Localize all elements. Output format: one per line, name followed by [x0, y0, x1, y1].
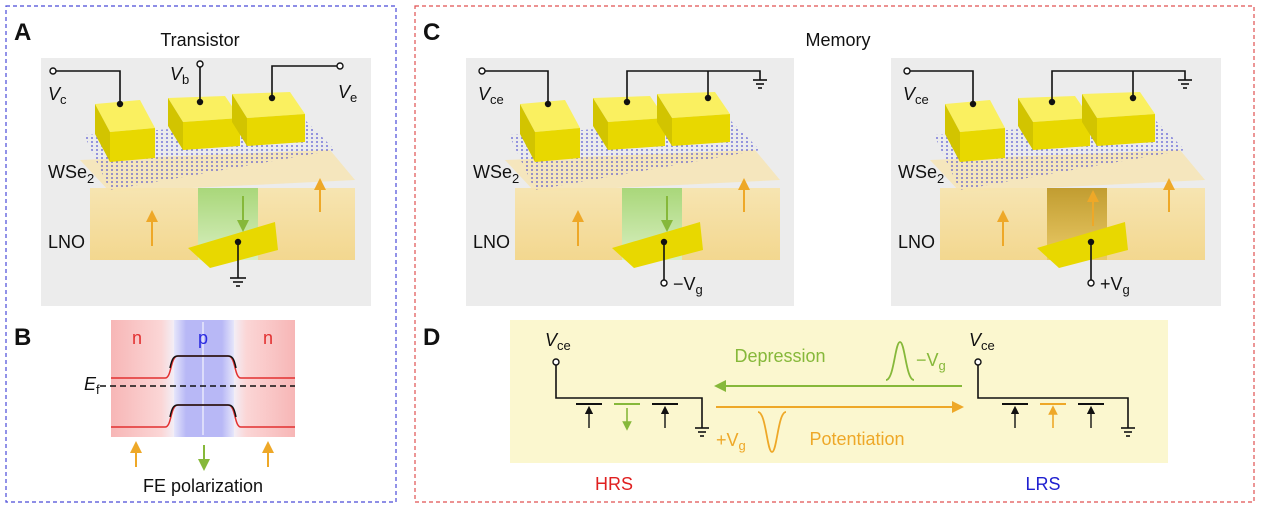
memory-device-hrs: Vce WSe2 LNO −Vg	[466, 58, 794, 306]
label-vc: Vc	[48, 84, 67, 107]
region-label-n-right: n	[263, 328, 273, 348]
label-vce: Vce	[478, 84, 504, 107]
gate-electrode	[188, 222, 278, 268]
depression-pulse-label: −Vg	[916, 350, 946, 373]
transistor-device: Vc Vb Ve WSe2 LNO	[41, 58, 371, 306]
label-wse2: WSe2	[473, 162, 519, 186]
ground-icon	[230, 277, 246, 287]
region-label-n-left: n	[132, 328, 142, 348]
lrs-label: LRS	[1025, 474, 1060, 494]
electrode-c	[95, 100, 155, 162]
label-lno: LNO	[898, 232, 935, 252]
fermi-label: Ef	[84, 374, 100, 397]
panel-letter-b: B	[14, 324, 31, 351]
hrs-label: HRS	[595, 474, 633, 494]
hrs-terminal-label: Vce	[545, 330, 571, 353]
region-label-p: p	[198, 328, 208, 348]
valence-band-black	[169, 404, 237, 418]
frame-cd	[414, 5, 1255, 503]
hrs-schematic: Vce	[545, 330, 709, 437]
ground-icon	[1178, 79, 1192, 89]
lrs-schematic: Vce	[969, 330, 1135, 437]
p-region	[174, 320, 234, 437]
transistor-title: Transistor	[160, 30, 239, 50]
memory-device-lrs: Vce WSe2 LNO +Vg	[891, 58, 1221, 306]
panel-letter-c: C	[423, 19, 440, 46]
conduction-band-black	[169, 355, 237, 369]
panel-letter-d: D	[423, 324, 440, 351]
label-vb: Vb	[170, 64, 189, 87]
fe-polarization-caption: FE polarization	[143, 476, 263, 496]
band-diagram: n p n Ef FE polarization	[84, 320, 295, 496]
electrode-b	[168, 96, 240, 150]
potentiation-pulse-label: +Vg	[716, 430, 746, 453]
negative-pulse-icon	[885, 341, 915, 381]
label-minus-vg: −Vg	[673, 274, 703, 297]
frame-ab	[5, 5, 397, 503]
label-lno: LNO	[473, 232, 510, 252]
lrs-terminal-label: Vce	[969, 330, 995, 353]
state-switching-background	[510, 320, 1168, 463]
electrode-e	[232, 92, 305, 146]
memory-title: Memory	[805, 30, 870, 50]
label-vce: Vce	[903, 84, 929, 107]
wire-c	[53, 70, 121, 104]
label-plus-vg: +Vg	[1100, 274, 1130, 297]
ground-icon	[753, 79, 767, 89]
label-wse2: WSe2	[898, 162, 944, 186]
depression-label: Depression	[734, 346, 825, 366]
wire-e	[271, 65, 340, 98]
panel-letter-a: A	[14, 19, 31, 46]
label-ve: Ve	[338, 82, 357, 105]
potentiation-label: Potentiation	[809, 429, 904, 449]
ground-icon	[1121, 427, 1135, 437]
label-wse2: WSe2	[48, 162, 94, 186]
label-lno: LNO	[48, 232, 85, 252]
ground-icon	[695, 427, 709, 437]
positive-pulse-icon	[757, 411, 787, 453]
